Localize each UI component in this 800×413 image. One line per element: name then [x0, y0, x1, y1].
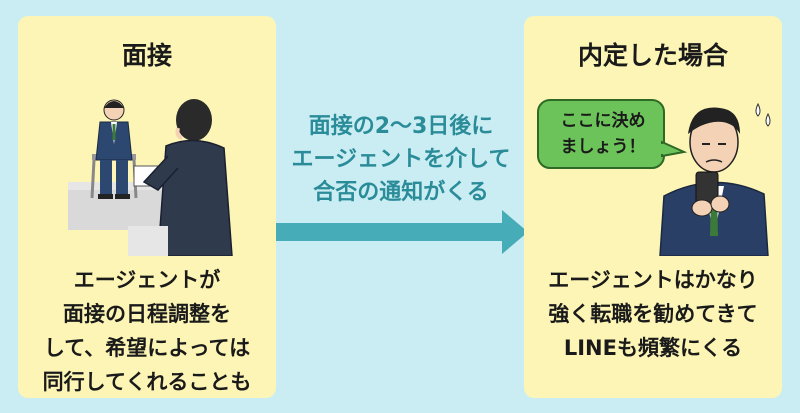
bubble-line: ましょう！: [560, 137, 646, 157]
offer-line: LINEも頻繁にくる: [563, 336, 743, 360]
interview-line: 面接の日程調整を: [63, 302, 231, 326]
offer-line: エージェントはかなり: [548, 268, 758, 292]
interview-illustration: [68, 99, 233, 256]
interviewer: [133, 99, 233, 256]
offer-line: 強く転職を勧めてきて: [548, 302, 758, 326]
chair-back: [128, 226, 168, 256]
transition-line: 合否の通知がくる: [313, 180, 489, 205]
transition-line: 面接の2〜3日後に: [308, 114, 494, 139]
offer-title: 内定した場合: [577, 41, 728, 70]
interview-line: して、希望によっては: [43, 336, 251, 360]
transition-line: エージェントを介して: [291, 147, 511, 172]
interview-title: 面接: [121, 41, 172, 70]
interview-description: エージェントが 面接の日程調整を して、希望によっては 同行してくれることも: [18, 263, 276, 399]
flow-arrow: [276, 210, 528, 254]
speech-bubble: [537, 99, 688, 169]
speech-bubble-text: ここに決め ましょう！: [544, 108, 662, 160]
transition-text: 面接の2〜3日後に エージェントを介して 合否の通知がくる: [282, 110, 520, 209]
interview-line: 同行してくれることも: [42, 370, 252, 394]
bubble-line: ここに決め: [560, 111, 646, 131]
offer-illustration: [537, 99, 771, 256]
offer-description: エージェントはかなり 強く転職を勧めてきて LINEも頻繁にくる: [524, 263, 782, 365]
interview-line: エージェントが: [73, 268, 221, 292]
interview-panel: 面接: [18, 16, 276, 398]
offer-panel: 内定した場合 エージェントはかなり: [524, 16, 782, 398]
sweat-icon: [755, 102, 761, 117]
person-with-phone: [659, 107, 769, 256]
